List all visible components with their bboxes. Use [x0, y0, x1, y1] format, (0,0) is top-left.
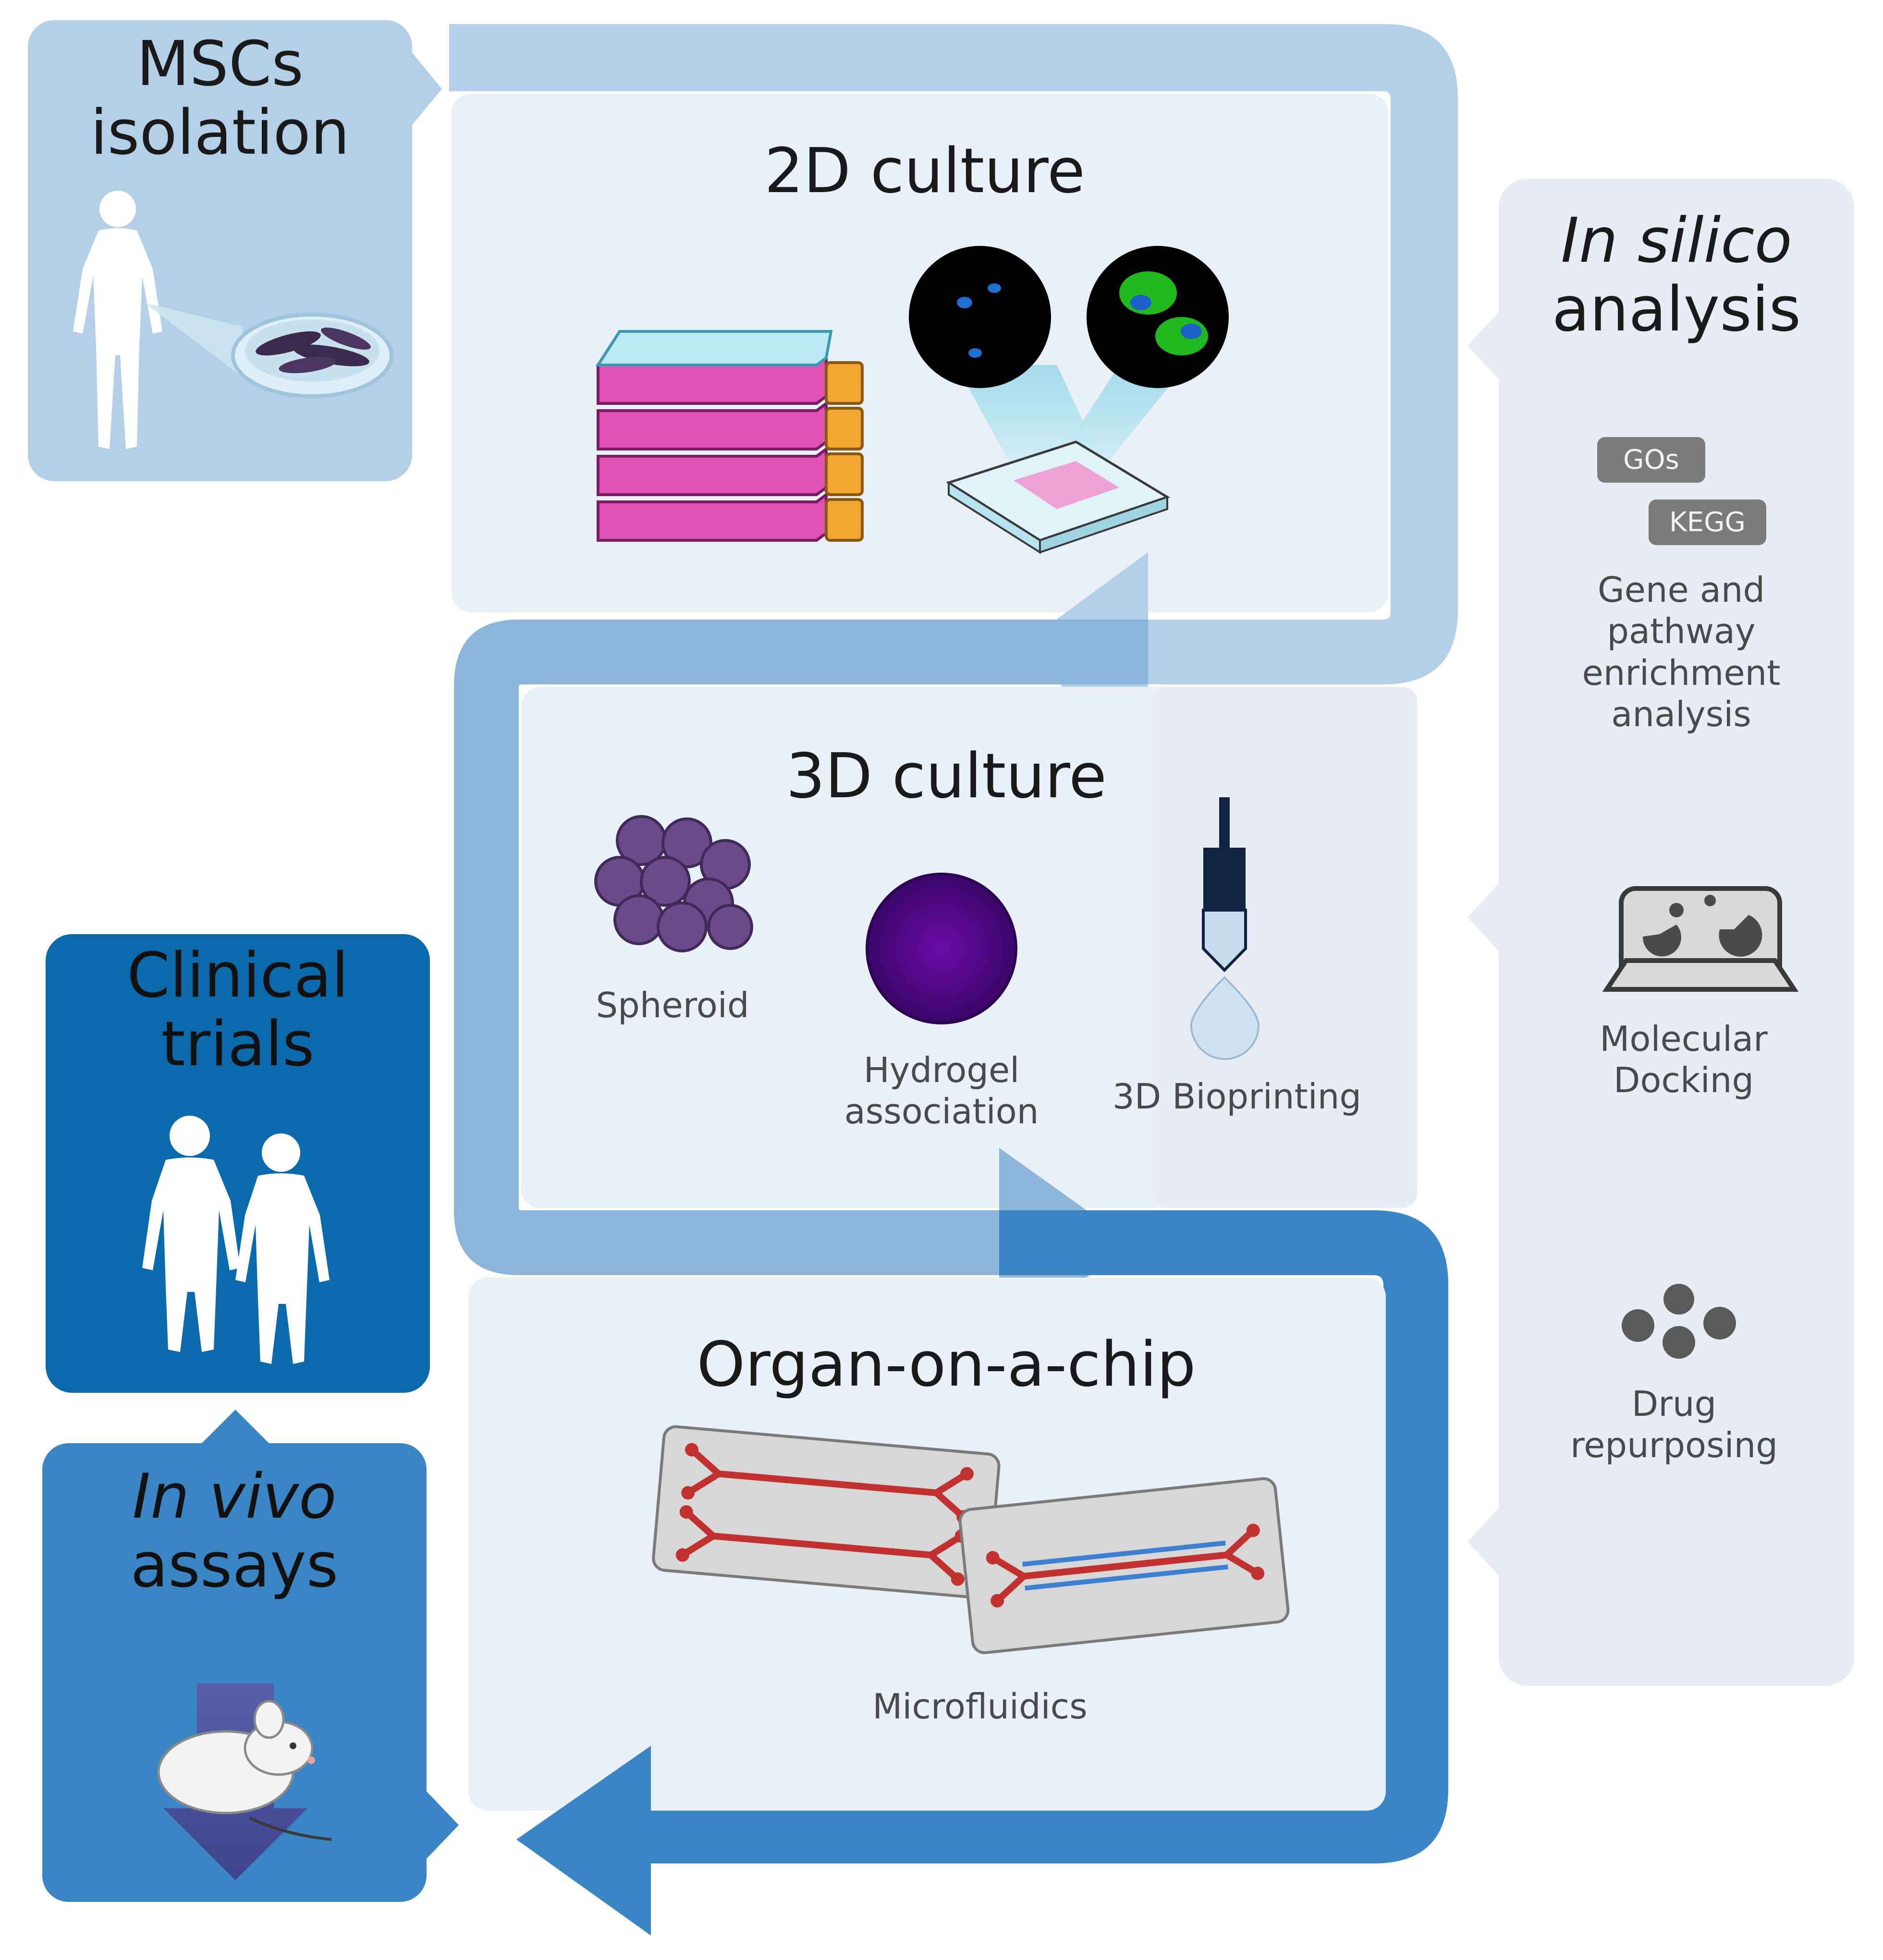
culture-3d-title: 3D culture [786, 741, 1107, 812]
spheroid-icon [594, 815, 753, 952]
culture-2d-title: 2D culture [764, 135, 1085, 207]
mscs-line1: MSCs [136, 28, 304, 100]
gene-pathway-label: Gene and pathway enrichment analysis [1535, 569, 1828, 735]
docking-line2: Docking [1613, 1060, 1754, 1101]
in-vivo-box [42, 1410, 459, 1902]
organ-chip-title: Organ-on-a-chip [697, 1329, 1196, 1400]
in-silico-line2: analysis [1552, 274, 1801, 346]
in-silico-line1: In silico [1561, 205, 1792, 277]
drug-line2: repurposing [1570, 1425, 1778, 1466]
clinical-trials-title: Clinical trials [46, 941, 430, 1079]
docking-label: Molecular Docking [1537, 1018, 1830, 1101]
clinical-trials-box [46, 934, 430, 1393]
drug-repurposing-label: Drug repurposing [1528, 1383, 1821, 1466]
gene-line3: enrichment [1582, 652, 1781, 693]
microscopy-image-nuclei [909, 246, 1051, 388]
mscs-isolation-title: MSCs isolation [28, 30, 412, 168]
clinical-line1: Clinical [127, 940, 349, 1011]
hydrogel-label: Hydrogel association [817, 1049, 1066, 1132]
kegg-tag: KEGG [1649, 499, 1766, 545]
two-people-icon [142, 1116, 330, 1364]
hydrogel-icon [866, 873, 1017, 1024]
bioprinter-nozzle-icon [1190, 797, 1260, 1060]
in-vivo-line1: In vivo [132, 1461, 337, 1533]
in-vivo-line2: assays [130, 1530, 339, 1602]
gene-line1: Gene and [1597, 570, 1765, 610]
microscopy-image-fluorescent [1087, 246, 1229, 388]
microfluidic-chip-left-icon [652, 1425, 1001, 1599]
microfluidics-label: Microfluidics [872, 1686, 1088, 1727]
magnify-beam [144, 303, 243, 377]
microscopy-beam-left [956, 365, 1095, 461]
docking-line1: Molecular [1600, 1019, 1768, 1059]
spheroid-label: Spheroid [596, 985, 749, 1025]
in-silico-title: In silico analysis [1513, 207, 1840, 344]
in-vivo-title: In vivo assays [42, 1462, 427, 1600]
mouse-icon [157, 1700, 332, 1841]
person-silhouette-icon [73, 191, 162, 449]
hydrogel-line2: association [844, 1091, 1039, 1132]
gene-line2: pathway [1607, 611, 1756, 652]
microscopy-beam-right [1057, 365, 1186, 466]
drug-line1: Drug [1631, 1384, 1717, 1424]
laptop-docking-icon [1602, 886, 1799, 992]
culture-flask-stack-icon [595, 330, 864, 542]
gos-tag: GOs [1597, 437, 1705, 483]
hydrogel-line1: Hydrogel [863, 1050, 1020, 1090]
mscs-line2: isolation [90, 97, 350, 169]
petri-dish-icon [231, 313, 393, 398]
drug-molecules-icon [1622, 1284, 1736, 1359]
gene-line4: analysis [1611, 694, 1751, 735]
well-plate-icon [946, 440, 1170, 554]
clinical-line2: trials [161, 1009, 315, 1081]
microfluidic-chip-right-icon [958, 1477, 1290, 1655]
bioprinting-label: 3D Bioprinting [1112, 1076, 1362, 1117]
